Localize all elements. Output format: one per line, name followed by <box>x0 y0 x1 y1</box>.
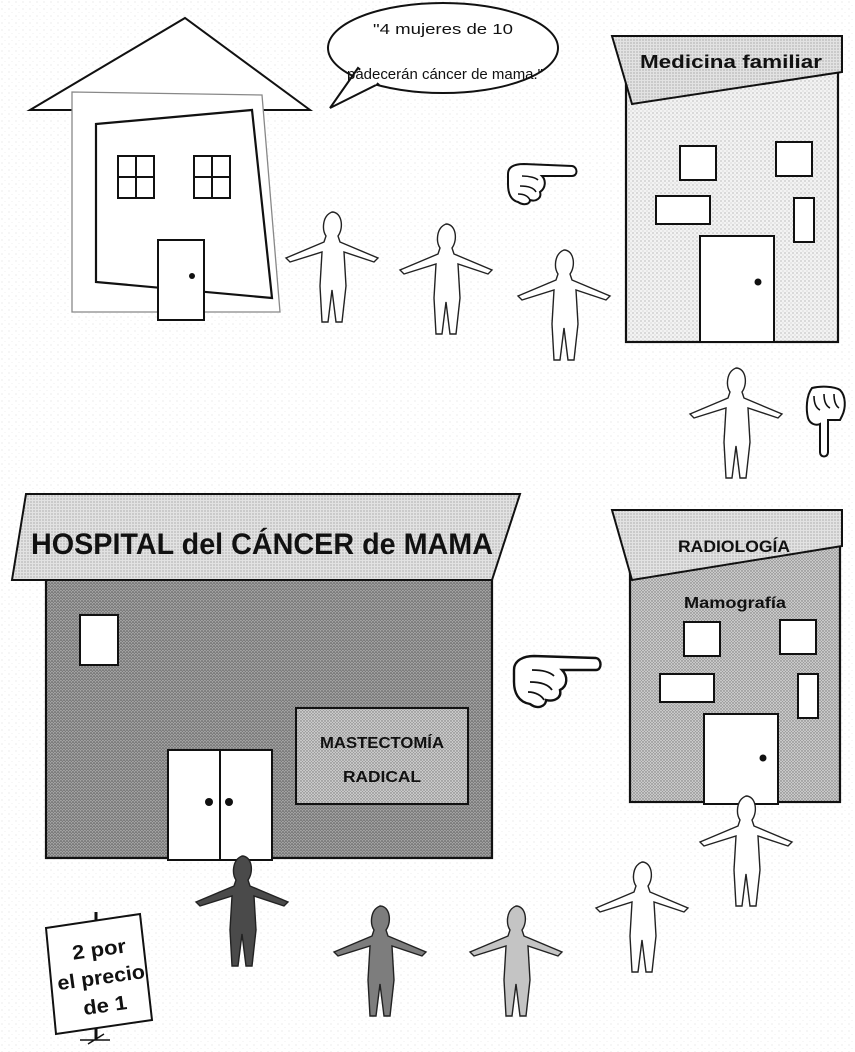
pointing-hand-right-hospital-icon <box>512 654 602 709</box>
person-figure-walking-1 <box>594 861 690 973</box>
person-figure-dark-shaded <box>194 855 290 967</box>
bubble-line-2: padecerán cáncer de mama." <box>347 66 543 83</box>
medicina-familiar-building: Medicina familiar <box>610 35 843 344</box>
person-figure-radiologia <box>698 795 794 907</box>
hospital-double-door <box>167 749 273 861</box>
house <box>26 16 314 321</box>
speech-bubble: "4 mujeres de 10 padecerán cáncer de mam… <box>327 2 559 109</box>
medicina-familiar-sign: Medicina familiar <box>640 52 822 72</box>
pointing-hand-right-icon <box>507 162 578 206</box>
radiologia-window-2 <box>779 619 817 655</box>
mastectomia-line-1: MASTECTOMÍA <box>320 733 444 752</box>
radiologia-window-3 <box>659 673 715 703</box>
person-figure-2 <box>398 223 494 335</box>
person-figure-light-shaded <box>468 905 564 1017</box>
radiologia-door <box>703 713 779 805</box>
medicina-door <box>699 235 775 343</box>
person-figure-mid-shaded <box>332 905 428 1017</box>
mastectomia-panel: MASTECTOMÍA RADICAL <box>295 707 469 805</box>
hospital-sign: HOSPITAL del CÁNCER de MAMA <box>31 527 493 561</box>
promo-sign: 2 por el precio de 1 <box>44 912 154 1045</box>
house-window-right <box>193 155 231 199</box>
pointing-hand-down-icon <box>805 385 846 458</box>
person-figure-3 <box>516 249 612 361</box>
hospital-building: HOSPITAL del CÁNCER de MAMA MASTECTOMÍA … <box>10 493 522 861</box>
medicina-window-4 <box>793 197 815 243</box>
medicina-window-1 <box>679 145 717 181</box>
medicina-window-2 <box>775 141 813 177</box>
bubble-line-1: "4 mujeres de 10 <box>373 21 513 38</box>
radiologia-building: RADIOLOGÍA Mamografía <box>610 509 843 805</box>
radiologia-sign: RADIOLOGÍA <box>678 537 790 556</box>
house-window-left <box>117 155 155 199</box>
radiologia-window-1 <box>683 621 721 657</box>
person-figure-4 <box>688 367 784 479</box>
house-door <box>157 239 205 321</box>
mamografia-label: Mamografía <box>684 595 786 612</box>
mastectomia-line-2: RADICAL <box>343 769 421 786</box>
person-figure-1 <box>284 211 380 323</box>
hospital-window <box>79 614 119 666</box>
radiologia-window-4 <box>797 673 819 719</box>
medicina-window-3 <box>655 195 711 225</box>
